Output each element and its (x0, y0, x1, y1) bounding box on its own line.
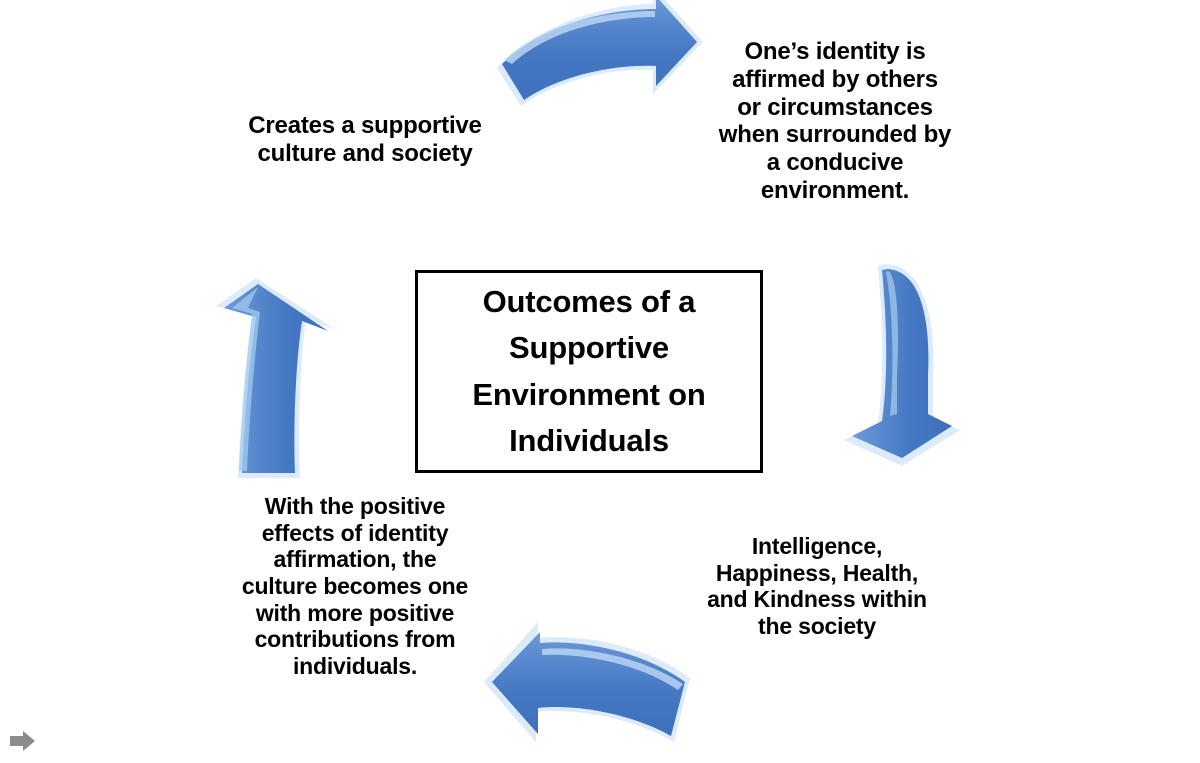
center-title-box: Outcomes of a Supportive Environment on … (415, 270, 763, 473)
node-label-bottom-right: Intelligence, Happiness, Health, and Kin… (707, 533, 927, 640)
next-slide-button[interactable] (8, 728, 38, 754)
curved-arrow-down-icon (838, 258, 968, 473)
node-label-top-left: Creates a supportive culture and society (248, 112, 482, 167)
curved-arrow-up-icon (208, 272, 343, 487)
page-title: Outcomes of a Supportive Environment on … (472, 283, 706, 459)
node-label-bottom-left: With the positive effects of identity af… (241, 493, 469, 680)
curved-arrow-right-icon (485, 0, 710, 115)
arrow-right-icon (10, 731, 35, 751)
node-label-top-right: One’s identity is affirmed by others or … (718, 38, 952, 205)
curved-arrow-left-icon (478, 622, 703, 755)
